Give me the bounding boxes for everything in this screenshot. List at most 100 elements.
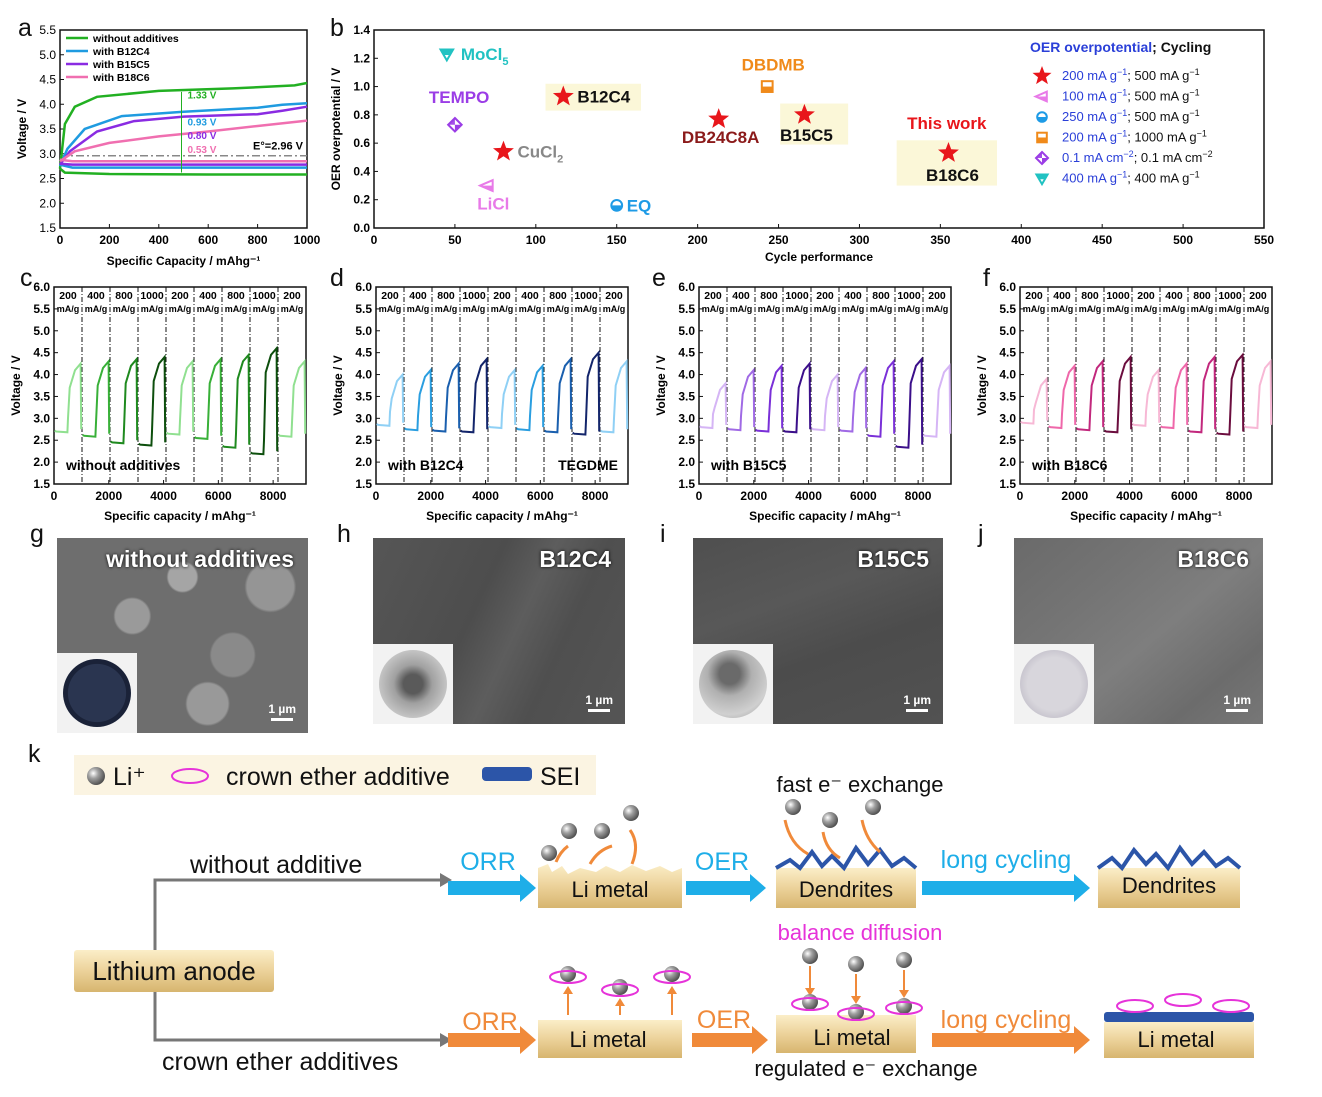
y-tick-label: 5.5 — [39, 23, 56, 37]
rate-unit: mA/g — [1163, 304, 1186, 314]
legend-marker — [1033, 90, 1048, 103]
crown-ethers-on-surface — [1116, 993, 1250, 1013]
plot-frame — [53, 286, 307, 485]
legend-li: Li⁺ — [113, 763, 146, 791]
arrowhead — [440, 873, 452, 887]
rate-unit: mA/g — [463, 304, 486, 314]
panel-label-k: k — [28, 740, 41, 768]
y-tick-label: 4.0 — [39, 97, 56, 111]
y-axis-label: Voltage / V — [654, 355, 668, 415]
orr-label: ORR — [460, 848, 516, 876]
x-axis-label: Specific Capacity / mAhg⁻¹ — [107, 254, 261, 268]
cycle-segment — [544, 356, 573, 434]
legend-entry: 0.1 mA cm−2; 0.1 mA cm−2 — [1062, 149, 1213, 165]
panel-label-e: e — [652, 264, 666, 292]
y-tick-label: 3.5 — [39, 122, 56, 136]
oer-arrow-bottom — [692, 1026, 768, 1054]
long-cycling-label-bottom: long cycling — [941, 1006, 1072, 1034]
scale-bar: 1 µm — [268, 702, 296, 721]
cycle-segment — [1020, 376, 1049, 425]
cycle-segment — [404, 367, 433, 432]
rate-label: 1000 — [1218, 290, 1242, 302]
dendrites-label: Dendrites — [799, 877, 893, 902]
x-tick-label: 2000 — [1061, 489, 1088, 503]
cycle-segment — [278, 358, 307, 438]
sem-image-b15c5: B15C5 1 µm — [693, 538, 943, 724]
x-tick-label: 400 — [1011, 233, 1031, 247]
y-tick-label: 2.5 — [33, 433, 50, 447]
rate-unit: mA/g — [758, 304, 781, 314]
y-tick-label: 0.4 — [353, 164, 370, 178]
rate-unit: mA/g — [730, 304, 753, 314]
cycle-segment — [1076, 358, 1105, 432]
x-tick-label: 100 — [526, 233, 546, 247]
rate-label: 800 — [437, 290, 455, 302]
y-tick-label: 1.5 — [39, 221, 56, 235]
dendrite-block — [776, 868, 916, 908]
dendrites-label-2: Dendrites — [1122, 873, 1216, 898]
y-tick-label: 4.5 — [999, 346, 1016, 360]
y-tick-label: 1.2 — [353, 51, 370, 65]
x-tick-label: 800 — [248, 233, 268, 247]
highlight-box — [780, 103, 849, 145]
y-axis-label: Voltage / V — [975, 355, 989, 415]
y-axis-label: OER overpotential / V — [329, 68, 343, 191]
y-tick-label: 3.5 — [33, 389, 50, 403]
sem-label: B15C5 — [857, 546, 929, 572]
crown-ether-additives-label: crown ether additives — [162, 1048, 398, 1076]
y-tick-label: 3.5 — [678, 389, 695, 403]
orr-label-bottom: ORR — [462, 1008, 518, 1036]
x-tick-label: 6000 — [1171, 489, 1198, 503]
x-tick-label: 2000 — [417, 489, 444, 503]
condition-label: without additives — [65, 457, 181, 473]
series-charge-line — [59, 119, 308, 163]
cycle-segment — [138, 354, 167, 447]
cycle-segment — [1104, 354, 1133, 434]
y-tick-label: 6.0 — [999, 280, 1016, 294]
x-axis-label: Specific capacity / mAhg⁻¹ — [426, 509, 578, 523]
point-label: LiCl — [477, 195, 509, 214]
panel-label-a: a — [18, 14, 32, 42]
panel-label-b: b — [330, 14, 344, 42]
condition-label: with B12C4 — [387, 457, 464, 473]
rate-unit: mA/g — [519, 304, 542, 314]
data-point-mocl — [438, 48, 455, 63]
cycle-segment — [432, 360, 461, 433]
x-tick-label: 350 — [930, 233, 950, 247]
rate-label: 800 — [760, 290, 778, 302]
oer-label: OER — [695, 848, 749, 876]
rate-unit: mA/g — [1023, 304, 1046, 314]
data-point-licl — [477, 178, 494, 193]
cycle-segment — [755, 363, 784, 433]
x-tick-label: 200 — [99, 233, 119, 247]
rate-label: 200 — [816, 290, 834, 302]
legend-label: with B15C5 — [92, 59, 150, 71]
series-discharge-line — [59, 158, 307, 163]
legend-crown: crown ether additive — [226, 763, 450, 791]
x-tick-label: 0 — [696, 489, 703, 503]
oer-label-bottom: OER — [697, 1006, 751, 1034]
lithium-anode-label: Lithium anode — [92, 956, 255, 986]
sei-layer — [1104, 1012, 1254, 1022]
without-additive-label: without additive — [189, 851, 362, 879]
cycle-segment — [488, 367, 517, 430]
legend-entry: 400 mA g−1; 400 mA g−1 — [1062, 170, 1200, 186]
scale-bar: 1 µm — [1223, 693, 1251, 712]
rate-unit: mA/g — [169, 304, 192, 314]
rate-unit: mA/g — [547, 304, 570, 314]
lithium-disk-photo — [1014, 644, 1094, 724]
x-tick-label: 550 — [1254, 233, 1274, 247]
panel-label-h: h — [337, 520, 351, 548]
rate-label: 800 — [1193, 290, 1211, 302]
y-tick-label: 5.5 — [33, 302, 50, 316]
cycle-segment — [516, 363, 545, 432]
plot-frame — [698, 286, 952, 485]
cycle-segment — [460, 356, 489, 434]
y-tick-label: 4.5 — [39, 73, 56, 87]
cycle-segment — [166, 358, 195, 436]
orr-arrow-top — [448, 874, 536, 902]
dendrite-sei-cycled — [1096, 844, 1242, 872]
y-tick-label: 3.0 — [355, 411, 372, 425]
cycle-segment — [1048, 363, 1077, 430]
